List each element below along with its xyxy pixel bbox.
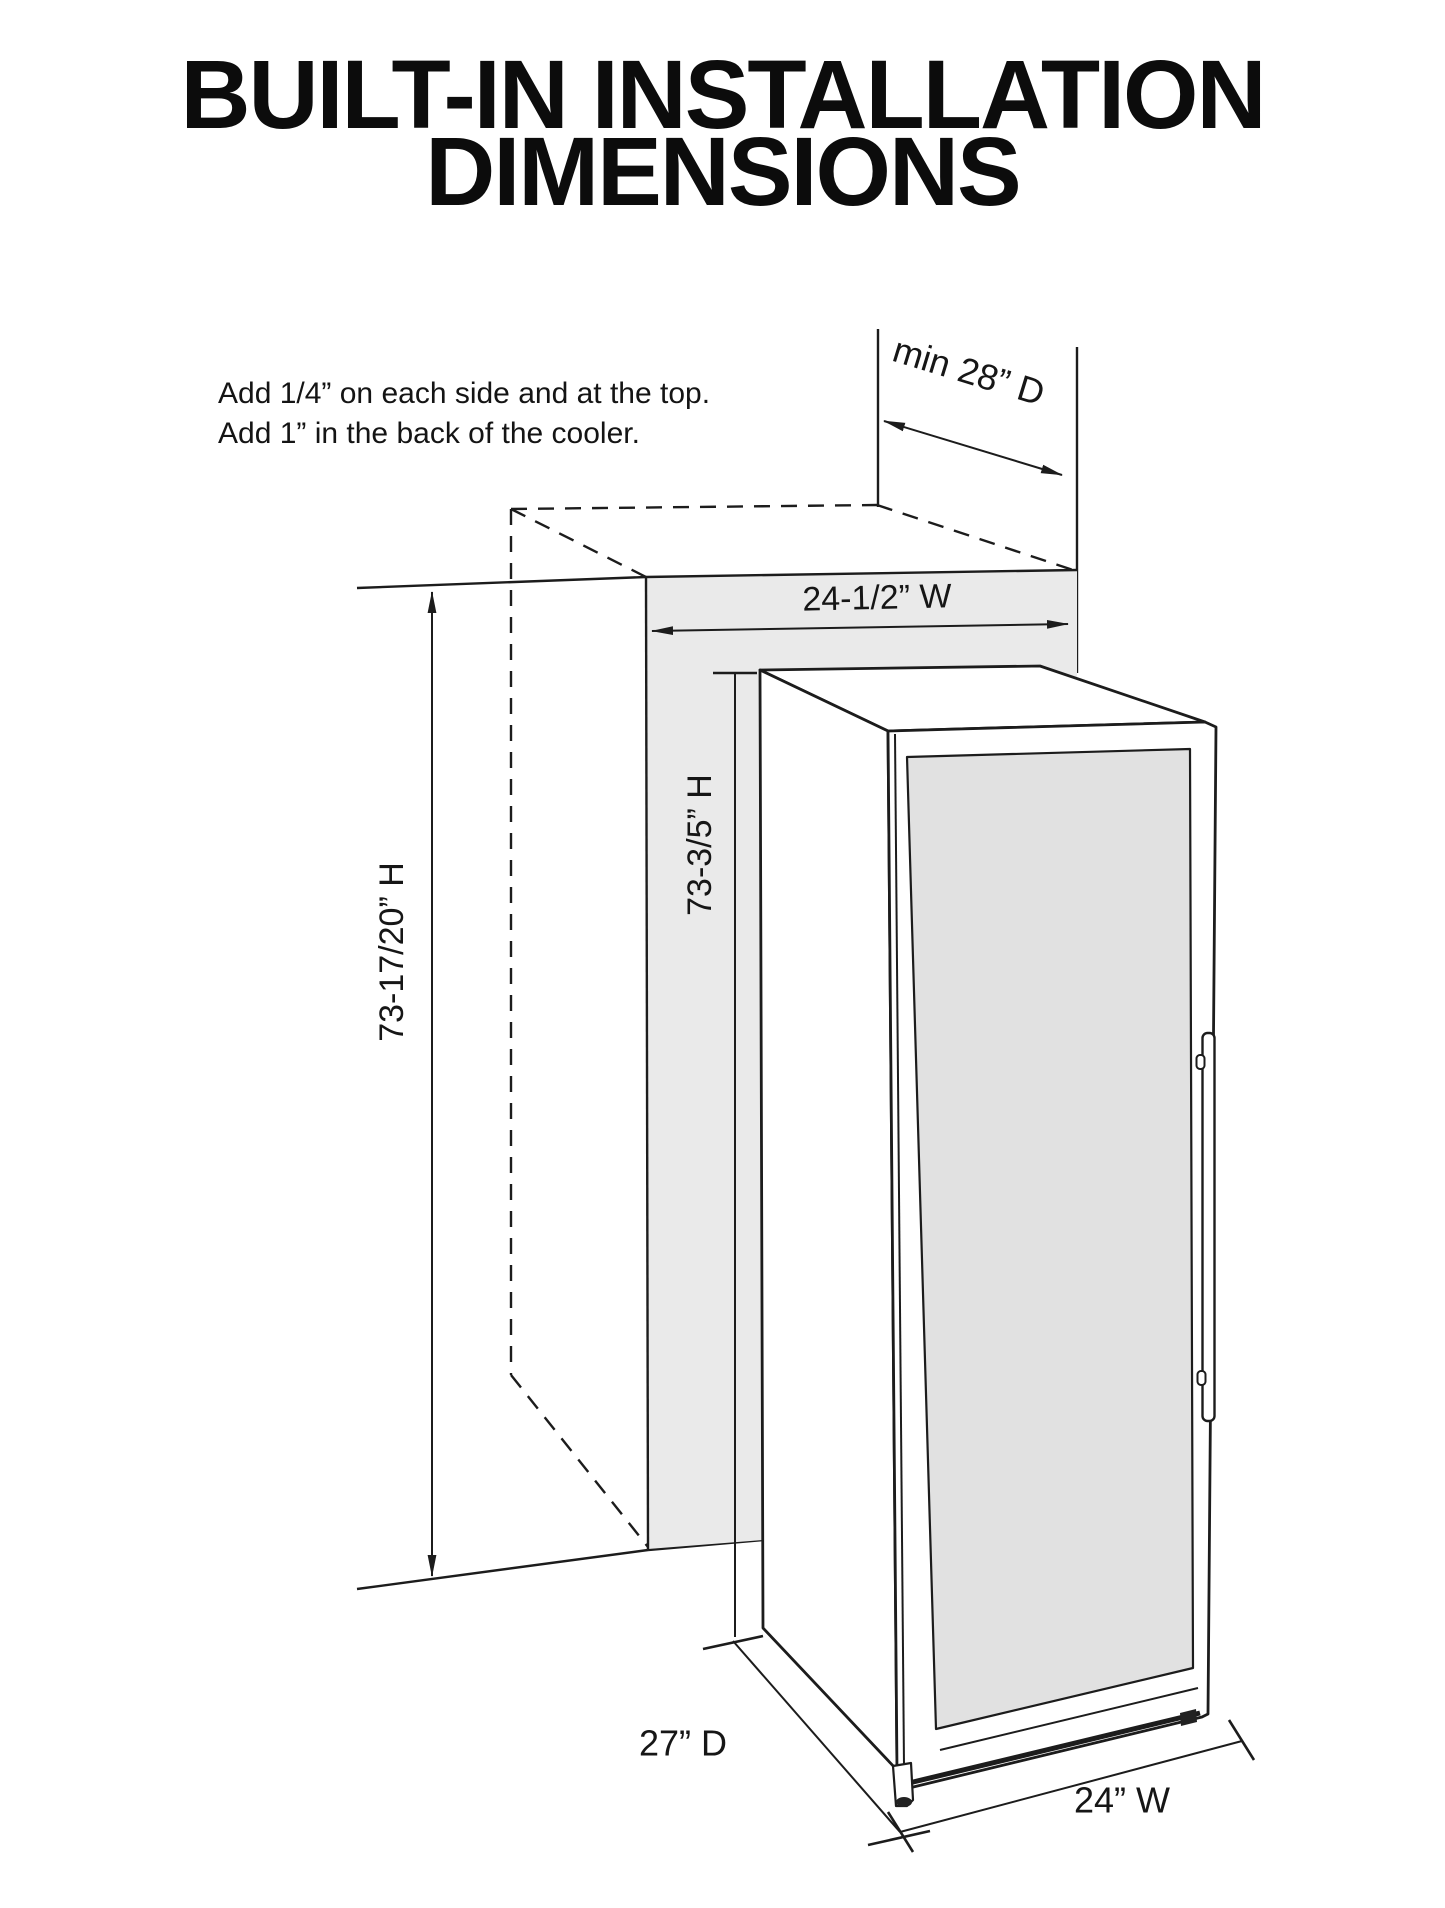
cooler-depth-label: 27” D — [639, 1723, 727, 1764]
niche-top-line — [356, 575, 647, 590]
niche-dashed-bottom-left-edge — [510, 1374, 649, 1548]
dim-cooler-height: 73-3/5” H — [681, 671, 757, 1637]
niche-height-label: 73-17/20” H — [373, 862, 411, 1042]
dim-cooler-depth-line — [732, 1640, 901, 1833]
niche-width-label: 24-1/2” W — [802, 577, 952, 618]
page-title-line1: BUILT-IN INSTALLATION — [180, 40, 1266, 149]
niche-floor-line — [356, 1548, 649, 1591]
note-line2: Add 1” in the back of the cooler. — [218, 417, 640, 450]
door-left-edge-line — [894, 733, 905, 1767]
niche-dashed-outline — [509, 503, 1074, 1548]
niche-dashed-top — [510, 503, 878, 511]
dim-cooler-depth-tick-top — [702, 1634, 764, 1651]
installation-notes: Add 1/4” on each side and at the top. Ad… — [218, 374, 710, 454]
dim-niche-width-arrow — [651, 619, 1069, 636]
dim-niche-height: 73-17/20” H — [373, 591, 437, 1577]
dim-niche-width: 24-1/2” W — [651, 577, 1069, 636]
dim-min-depth: min 28” D — [883, 329, 1063, 476]
dim-cooler-width-tick-left — [886, 1811, 915, 1853]
cooler — [758, 664, 1218, 1808]
niche-band-top-edge — [645, 568, 1078, 579]
niche-shaded-band — [646, 570, 1077, 1549]
dim-cooler-depth-tick-bottom — [867, 1829, 931, 1847]
dim-cooler-width-tick-right — [1227, 1719, 1256, 1761]
niche-floor-line-inner — [647, 1538, 764, 1552]
page-title-line2: DIMENSIONS — [425, 117, 1021, 226]
niche-reference-lines — [356, 575, 764, 1591]
niche-dashed-top-right-edge — [876, 503, 1074, 572]
min-depth-label: min 28” D — [888, 329, 1049, 414]
niche-band-edges — [644, 568, 1078, 1550]
cooler-height-label: 73-3/5” H — [681, 774, 719, 916]
dim-min-depth-arrow — [883, 420, 1063, 476]
right-rear-foot — [1180, 1709, 1197, 1726]
note-line1: Add 1/4” on each side and at the top. — [218, 377, 711, 410]
vent-grille-line — [908, 1710, 1201, 1786]
cooler-width-label: 24” W — [1074, 1780, 1170, 1821]
handle-bracket-top — [1195, 1054, 1206, 1070]
dim-cooler-width: 24” W — [886, 1719, 1256, 1853]
niche-dashed-top-left-edge — [510, 507, 647, 579]
page-title: BUILT-IN INSTALLATION DIMENSIONS — [0, 40, 1445, 226]
door-glass-panel — [905, 747, 1195, 1731]
door-handle — [1201, 1031, 1216, 1423]
cooler-left-face — [758, 668, 899, 1772]
door-bottom-frame-line — [939, 1687, 1199, 1751]
front-left-foot-tip — [896, 1797, 912, 1807]
dim-cooler-width-line — [899, 1740, 1243, 1833]
niche-band-left-edge — [644, 576, 650, 1550]
handle-bracket-bottom — [1196, 1370, 1207, 1386]
dim-cooler-depth: 27” D — [639, 1634, 931, 1847]
